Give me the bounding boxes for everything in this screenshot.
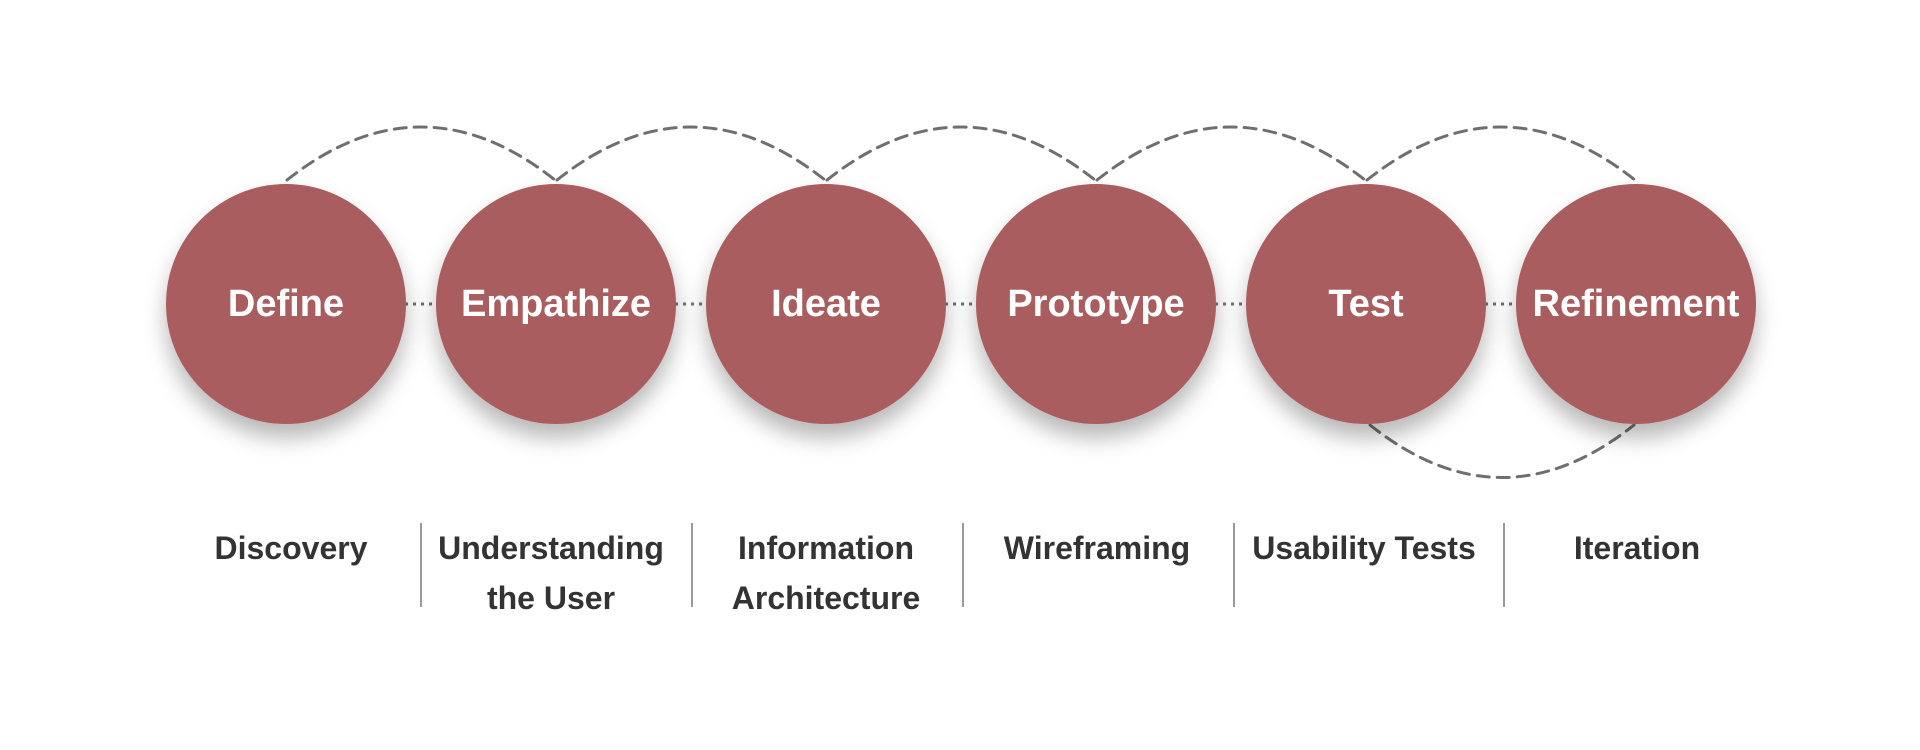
stage-empathize: Empathize (436, 184, 676, 424)
activity-iteration: Iteration (1502, 523, 1772, 573)
stage-circle (706, 184, 946, 424)
stage-label: Empathize (461, 283, 651, 325)
stage-define: Define (166, 184, 406, 424)
stage-label: Prototype (1007, 283, 1184, 325)
activity-line: Usability Tests (1252, 530, 1476, 566)
activity-line: Discovery (214, 530, 368, 566)
divider (1503, 523, 1505, 607)
stage-label: Test (1328, 283, 1404, 325)
stage-circle (976, 184, 1216, 424)
activity-usability-tests: Usability Tests (1229, 523, 1499, 573)
activity-line: Iteration (1573, 530, 1701, 566)
divider (691, 523, 693, 607)
activity-line: Information (738, 530, 914, 566)
activity-understanding-the-user: Understanding the User (416, 523, 686, 623)
divider (962, 523, 964, 607)
stage-circle (436, 184, 676, 424)
stage-label: Define (228, 283, 344, 325)
stage-circle (166, 184, 406, 424)
activity-wireframing: Wireframing (962, 523, 1232, 573)
arc-test-refinement (1365, 125, 1637, 182)
activity-line: the User (486, 580, 616, 616)
arc-ideate-prototype (825, 125, 1097, 182)
arc-refinement-test-loop (1368, 423, 1636, 479)
stage-test: Test (1246, 184, 1486, 424)
arc-define-empathize (285, 125, 557, 182)
divider (1233, 523, 1235, 607)
stage-ideate: Ideate (706, 184, 946, 424)
stage-label: Refinement (1533, 283, 1740, 325)
activity-discovery: Discovery (156, 523, 426, 573)
arc-prototype-test (1095, 125, 1367, 182)
arc-empathize-ideate (555, 125, 827, 182)
stage-label: Ideate (771, 283, 881, 325)
stage-circle (1516, 184, 1756, 424)
activity-line: Wireframing (1003, 530, 1191, 566)
stage-refinement: Refinement (1516, 184, 1756, 424)
stage-circle (1246, 184, 1486, 424)
activity-line: Architecture (731, 580, 921, 616)
stage-prototype: Prototype (976, 184, 1216, 424)
activity-line: Understanding (438, 530, 664, 566)
activity-information-architecture: Information Architecture (691, 523, 961, 623)
divider (420, 523, 422, 607)
